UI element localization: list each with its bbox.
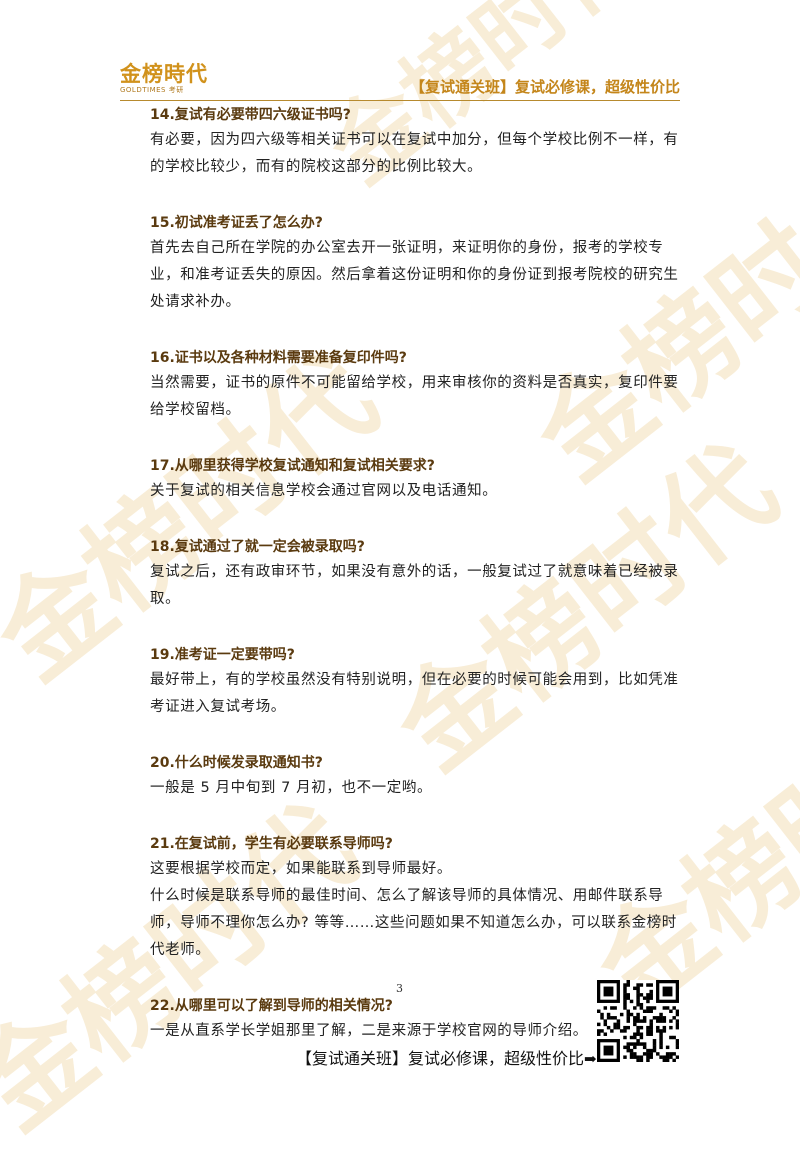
question-heading: 16.证书以及各种材料需要准备复印件吗? (150, 350, 407, 366)
page-header: 金榜時代 GOLDTIMES 考研 【复试通关班】复试必修课，超级性价比 (120, 62, 680, 101)
arrow-right-icon: ➡ (584, 1050, 597, 1068)
answer-paragraph: 这要根据学校而定，如果能联系到导师最好。 (150, 861, 452, 877)
question-heading: 14.复试有必要带四六级证书吗? (150, 107, 351, 123)
answer-paragraph: 关于复试的相关信息学校会通过官网以及电话通知。 (150, 483, 498, 499)
qa-item: 22.从哪里可以了解到导师的相关情况? 一是从直系学长学姐那里了解，二是来源于学… (150, 994, 690, 1045)
question-heading: 22.从哪里可以了解到导师的相关情况? (150, 998, 393, 1014)
answer-paragraph: 首先去自己所在学院的办公室去开一张证明，来证明你的身份，报考的学校专业，和准考证… (150, 240, 679, 310)
document-body: 14.复试有必要带四六级证书吗? 有必要，因为四六级等相关证书可以在复试中加分，… (150, 103, 690, 1045)
qa-item: 16.证书以及各种材料需要准备复印件吗? 当然需要，证书的原件不可能留给学校，用… (150, 346, 690, 424)
qa-item: 17.从哪里获得学校复试通知和复试相关要求? 关于复试的相关信息学校会通过官网以… (150, 454, 690, 505)
qr-code-image (597, 980, 680, 1063)
logo-subtext: GOLDTIMES 考研 (120, 86, 184, 94)
question-heading: 21.在复试前，学生有必要联系导师吗? (150, 836, 393, 852)
brand-logo: 金榜時代 GOLDTIMES 考研 (120, 62, 230, 98)
answer-paragraph: 复试之后，还有政审环节，如果没有意外的话，一般复试过了就意味着已经被录取。 (150, 564, 679, 607)
header-slogan: 【复试通关班】复试必修课，超级性价比 (409, 78, 680, 96)
footer-link[interactable]: 【复试通关班】复试必修课，超级性价比➡ (296, 1045, 597, 1069)
answer-paragraph: 有必要，因为四六级等相关证书可以在复试中加分，但每个学校比例不一样，有的学校比较… (150, 132, 679, 175)
qr-code-icon[interactable] (597, 980, 680, 1063)
answer-paragraph: 什么时候是联系导师的最佳时间、怎么了解该导师的具体情况、用邮件联系导师，导师不理… (150, 888, 677, 958)
qa-item: 21.在复试前，学生有必要联系导师吗? 这要根据学校而定，如果能联系到导师最好。… (150, 832, 690, 964)
qa-item: 18.复试通过了就一定会被录取吗? 复试之后，还有政审环节，如果没有意外的话，一… (150, 535, 690, 613)
answer-paragraph: 最好带上，有的学校虽然没有特别说明，但在必要的时候可能会用到，比如凭准考证进入复… (150, 672, 679, 715)
question-heading: 15.初试准考证丢了怎么办? (150, 215, 323, 231)
answer-paragraph: 一般是 5 月中旬到 7 月初，也不一定哟。 (150, 780, 433, 796)
answer-paragraph: 当然需要，证书的原件不可能留给学校，用来审核你的资料是否真实，复印件要给学校留档… (150, 375, 679, 418)
question-heading: 17.从哪里获得学校复试通知和复试相关要求? (150, 458, 435, 474)
page-number: 3 (396, 982, 403, 995)
question-heading: 19.准考证一定要带吗? (150, 647, 295, 663)
logo-text: 金榜時代 (120, 61, 208, 86)
qa-item: 20.什么时候发录取通知书? 一般是 5 月中旬到 7 月初，也不一定哟。 (150, 751, 690, 802)
qa-item: 14.复试有必要带四六级证书吗? 有必要，因为四六级等相关证书可以在复试中加分，… (150, 103, 690, 181)
question-heading: 18.复试通过了就一定会被录取吗? (150, 539, 365, 555)
answer-paragraph: 一是从直系学长学姐那里了解，二是来源于学校官网的导师介绍。 (150, 1023, 588, 1039)
footer-slogan: 【复试通关班】复试必修课，超级性价比 (296, 1049, 585, 1068)
qa-item: 19.准考证一定要带吗? 最好带上，有的学校虽然没有特别说明，但在必要的时候可能… (150, 643, 690, 721)
question-heading: 20.什么时候发录取通知书? (150, 755, 323, 771)
qa-item: 15.初试准考证丢了怎么办? 首先去自己所在学院的办公室去开一张证明，来证明你的… (150, 211, 690, 316)
